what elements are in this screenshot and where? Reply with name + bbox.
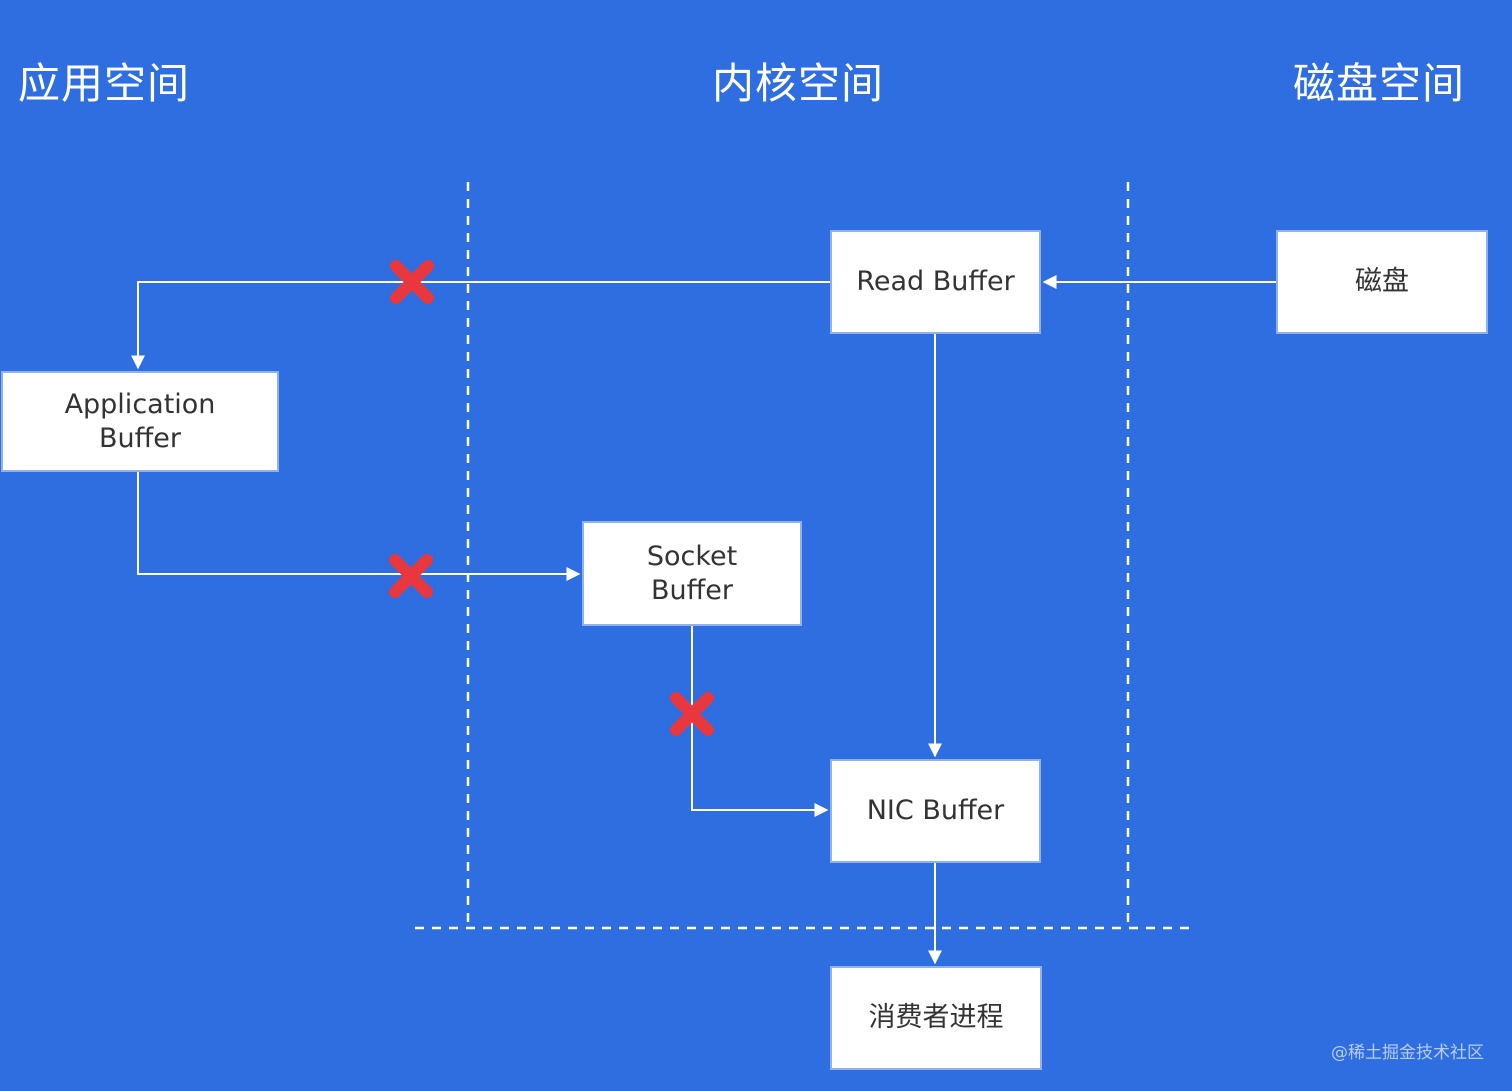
arrow-read-buffer-to-application-buffer (131, 281, 830, 370)
arrow-socket-buffer-to-nic-buffer (691, 626, 829, 817)
nic-buffer-box: NIC Buffer (830, 759, 1041, 863)
red-cross-icon (389, 554, 433, 598)
region-title-kernel: 内核空间 (712, 59, 885, 108)
read-buffer-box: Read Buffer (830, 230, 1041, 334)
arrow-application-buffer-to-socket-buffer (137, 472, 581, 581)
disk-box: 磁盘 (1276, 230, 1488, 334)
socket-buffer-box: Socket Buffer (582, 521, 802, 626)
red-cross-icon (670, 692, 714, 736)
consumer-process-box: 消费者进程 (830, 966, 1042, 1070)
application-buffer-box: Application Buffer (1, 371, 279, 472)
region-title-disk: 磁盘空间 (1293, 59, 1466, 108)
region-title-application: 应用空间 (18, 59, 191, 108)
watermark: @稀土掘金技术社区 (1331, 1043, 1484, 1063)
red-cross-icon (390, 260, 434, 304)
